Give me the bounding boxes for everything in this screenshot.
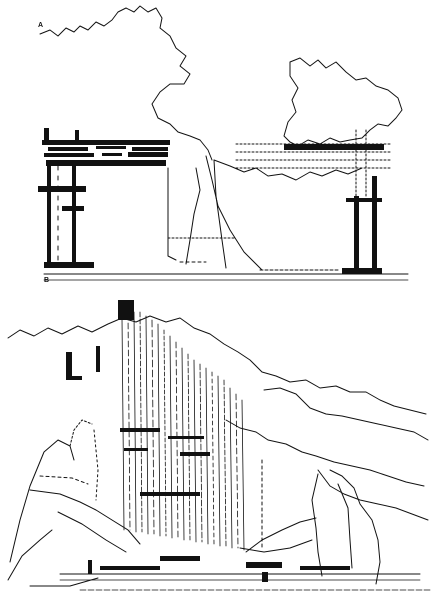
- panel-a-drawing: [38, 5, 409, 281]
- panel-b-post-fragment: [66, 346, 100, 380]
- panel-b-left-weaver-figure: [7, 419, 141, 587]
- panel-b-wall-outline: [7, 315, 427, 415]
- panel-a-left-posts: [38, 166, 94, 268]
- panel-b-drawing: [7, 300, 431, 591]
- panel-a-right-posts: [342, 176, 382, 274]
- panel-b-label: B: [44, 277, 50, 284]
- panel-a-wall-outline-right: [283, 57, 403, 147]
- panel-a-left-loom-beam: [42, 128, 170, 166]
- panel-a-label: A: [38, 22, 44, 29]
- panel-b-right-weaver-figure: [239, 459, 381, 585]
- panel-a-right-loom-beam: [235, 129, 391, 197]
- panel-a-wall-outline-left: [39, 5, 213, 161]
- panel-a-weaver-figure: [167, 155, 263, 271]
- panel-b-ground-beam: [88, 556, 350, 582]
- panel-b-woven-band: [118, 300, 210, 496]
